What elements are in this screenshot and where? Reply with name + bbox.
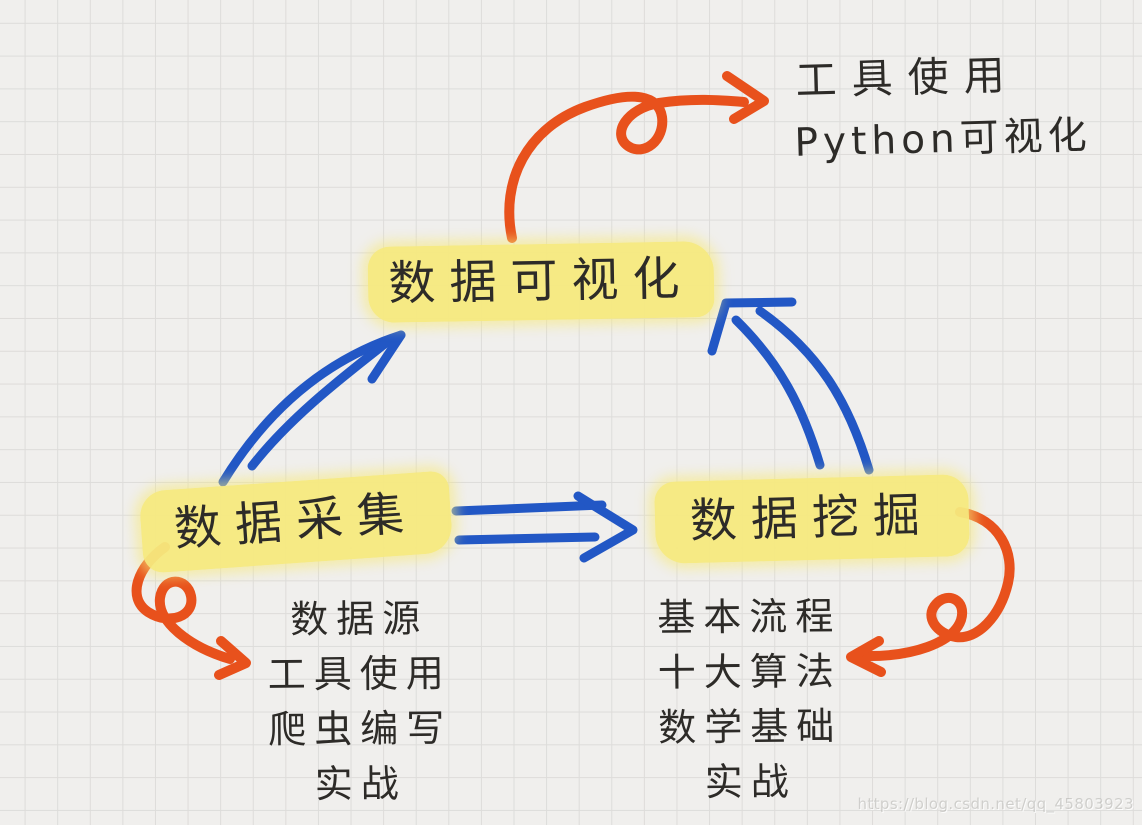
arrow-collection-to-details-head [214, 636, 251, 680]
node-mining-label: 数据挖掘 [689, 487, 935, 550]
node-collection: 数据采集 [138, 470, 454, 574]
arrow-collection-to-mining-head [573, 491, 638, 563]
mining-detail-item: 数学基础 [658, 704, 843, 750]
mining-detail-item: 实战 [704, 759, 797, 805]
arrow-collection-to-viz-line2 [247, 338, 391, 471]
arrow-mining-to-viz-line1 [755, 306, 874, 475]
arrow-collection-to-viz-line1 [218, 330, 406, 487]
mining-detail-item: 十大算法 [657, 649, 842, 695]
node-mining: 数据挖掘 [653, 473, 971, 565]
arrow-collection-to-mining [451, 491, 638, 563]
viz-detail-line-python: Python可视化 [793, 113, 1093, 166]
node-collection-label: 数据采集 [172, 485, 420, 558]
watermark-url: https://blog.csdn.net/qq_45803923 [857, 795, 1134, 813]
arrow-viz-to-tools [504, 71, 769, 243]
arrow-viz-to-tools-curve [504, 91, 749, 243]
collection-detail-item: 数据源 [290, 596, 429, 642]
arrow-collection-to-viz [218, 330, 406, 487]
collection-details-list: 数据源 工具使用 爬虫编写 实战 [243, 591, 469, 813]
arrow-mining-to-viz-head [707, 297, 797, 356]
arrow-collection-to-mining-line1 [451, 500, 607, 516]
collection-detail-item: 爬虫编写 [268, 706, 453, 752]
node-visualization-label: 数据可视化 [388, 251, 694, 312]
arrow-collection-to-viz-barb [367, 330, 406, 384]
arrow-collection-to-mining-line2 [454, 532, 600, 545]
viz-detail-line-tools: 工具使用 [795, 50, 1021, 105]
mining-detail-item: 基本流程 [657, 594, 842, 640]
arrow-mining-to-viz [707, 297, 874, 475]
collection-detail-item: 实战 [314, 761, 407, 807]
arrow-viz-to-tools-head [722, 71, 769, 124]
collection-detail-item: 工具使用 [267, 651, 452, 697]
node-visualization: 数据可视化 [367, 240, 715, 324]
arrow-mining-to-viz-line2 [731, 315, 825, 470]
mining-details-list: 基本流程 十大算法 数学基础 实战 [633, 589, 859, 811]
